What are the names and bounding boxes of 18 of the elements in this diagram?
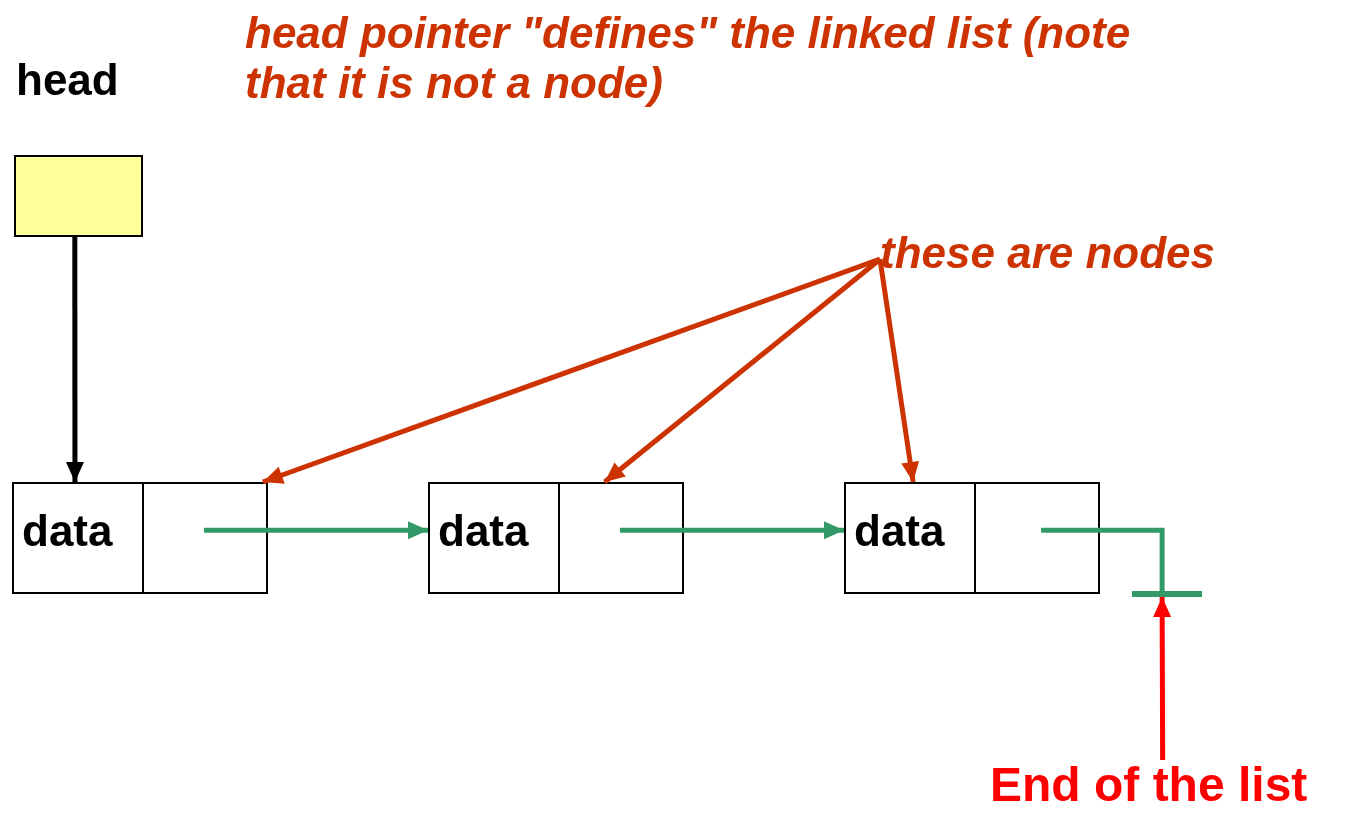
data-field-text: data <box>854 506 945 556</box>
leader-arrow <box>603 257 882 484</box>
list-node-box <box>428 482 684 594</box>
pointer-arrow <box>65 237 84 482</box>
list-node-box <box>12 482 268 594</box>
pointer-name-label: head <box>16 55 119 105</box>
pointer-arrow <box>204 521 428 540</box>
pointer-arrow <box>620 521 844 540</box>
data-field-text: data <box>438 506 529 556</box>
caption-text: End of the list <box>990 760 1346 814</box>
null-terminator-bar <box>1132 591 1202 597</box>
annotation-text: these are nodes <box>880 228 1300 280</box>
leader-arrow <box>877 258 920 483</box>
pointer-arrow <box>1153 597 1172 760</box>
leader-arrow <box>262 256 881 485</box>
data-field-text: data <box>22 506 113 556</box>
annotation-text: head pointer "defines" the linked list (note that it is not a node) <box>245 8 1132 108</box>
list-node-box <box>844 482 1100 594</box>
